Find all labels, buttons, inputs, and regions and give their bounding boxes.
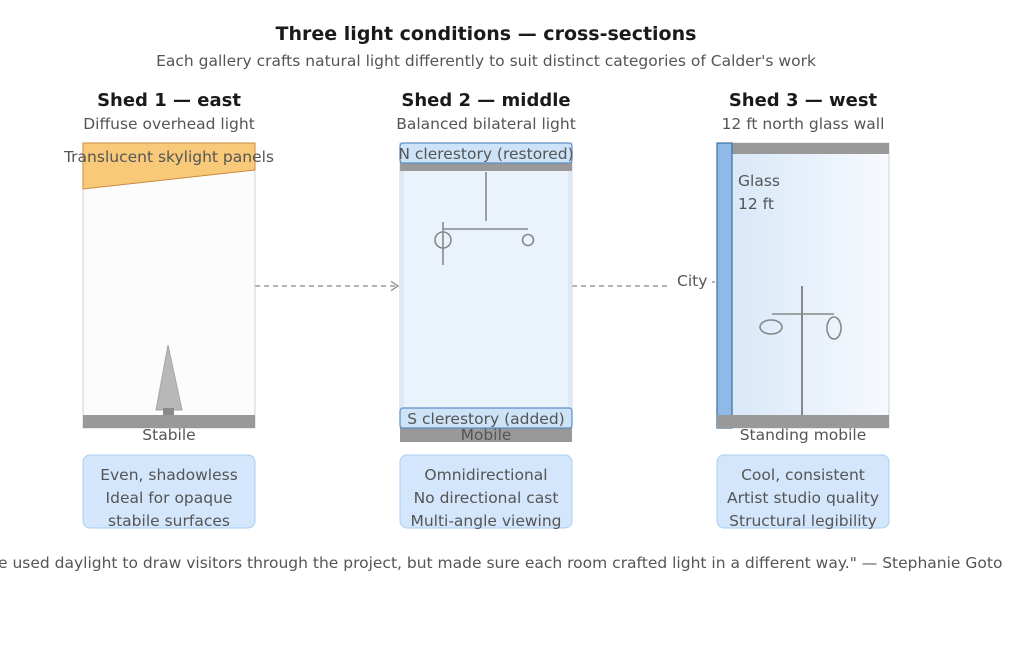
shed-3-floor — [717, 415, 889, 428]
north-clerestory — [399, 142, 573, 164]
shed-2-object-label: Mobile — [461, 426, 512, 444]
shed-2-floor — [400, 427, 572, 442]
north-glass-wall — [716, 142, 733, 429]
shed-2-ceiling-beam — [400, 162, 572, 171]
shed-1-object-label: Stabile — [142, 426, 195, 444]
mobile-sculpture — [434, 172, 535, 265]
shed-2-inner-wall-right — [568, 170, 572, 410]
shed-1-subheading: Diffuse overhead light — [83, 115, 255, 133]
shed-3-subheading: 12 ft north glass wall — [722, 115, 885, 133]
shed-1-note-line-1: Even, shadowless — [100, 466, 238, 484]
city-label: City — [677, 272, 707, 290]
south-clerestory — [399, 407, 573, 429]
shed-3-heading: Shed 3 — west — [729, 90, 878, 111]
shed-2-note-line-1: Omnidirectional — [424, 466, 547, 484]
shed-1: Shed 1 — east Diffuse overhead light Tra… — [63, 90, 274, 530]
shed-2-inner-wall-left — [400, 170, 404, 410]
glass-label-line-1: Glass — [738, 172, 780, 190]
shed-3-note-line-1: Cool, consistent — [741, 466, 865, 484]
shed-2-heading: Shed 2 — middle — [401, 90, 570, 111]
north-clerestory-label: N clerestory (restored) — [398, 145, 573, 163]
glass-label-line-2: 12 ft — [738, 195, 774, 213]
shed-3-note-line-2: Artist studio quality — [727, 489, 879, 507]
shed-1-floor — [83, 415, 255, 428]
diagram-title: Three light conditions — cross-sections — [276, 23, 697, 45]
diagram-subtitle: Each gallery crafts natural light differ… — [156, 52, 816, 70]
skylight-panel — [82, 142, 256, 190]
shed-2: Shed 2 — middle Balanced bilateral light… — [396, 90, 576, 530]
skylight-label: Translucent skylight panels — [63, 148, 274, 166]
shed-1-note-box — [82, 454, 256, 529]
shed-2-subheading: Balanced bilateral light — [396, 115, 576, 133]
shed-1-note-line-2: Ideal for opaque — [106, 489, 233, 507]
shed-2-note-box — [399, 454, 573, 529]
shed-2-note-line-3: Multi-angle viewing — [410, 512, 561, 530]
standing-mobile-sculpture — [759, 286, 842, 415]
shed-1-heading: Shed 1 — east — [97, 90, 241, 111]
shed-3: Shed 3 — west 12 ft north glass wall Gla… — [716, 90, 890, 530]
south-clerestory-label: S clerestory (added) — [407, 410, 564, 428]
shed-3-note-line-3: Structural legibility — [729, 512, 877, 530]
quote-text: We used daylight to draw visitors throug… — [0, 554, 1002, 572]
stabile-base — [163, 408, 174, 415]
shed-3-object-label: Standing mobile — [740, 426, 867, 444]
shed-3-roof — [717, 143, 889, 154]
shed-2-note-line-2: No directional cast — [414, 489, 559, 507]
shed-3-note-box — [716, 454, 890, 529]
shed-1-note-line-3: stabile surfaces — [108, 512, 230, 530]
